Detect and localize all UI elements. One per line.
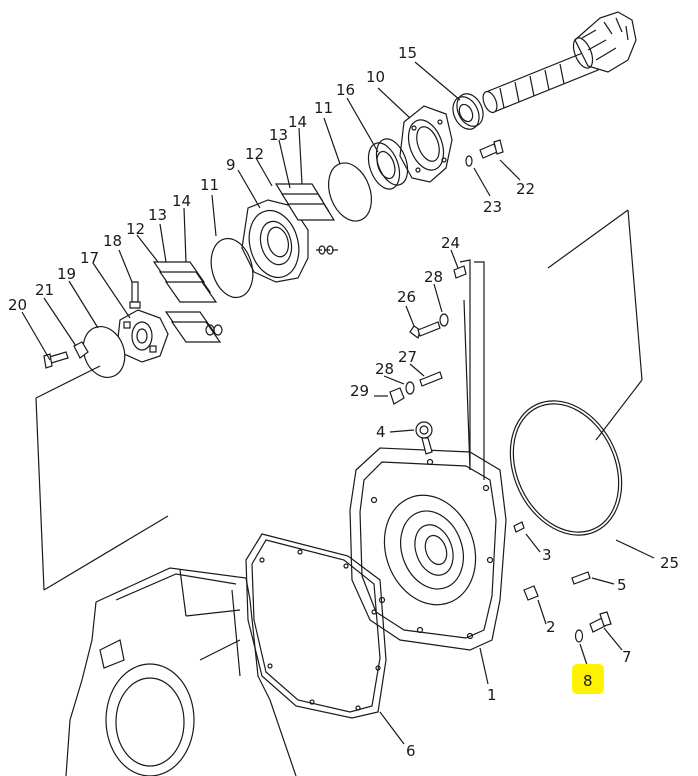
callout-19: 19 — [57, 265, 76, 283]
callout-27: 27 — [398, 348, 417, 366]
callout-25: 25 — [660, 554, 679, 572]
callout-13-upper: 13 — [269, 126, 288, 144]
bolt-26 — [409, 321, 441, 340]
washer-28-upper — [439, 313, 449, 327]
callout-21: 21 — [35, 281, 54, 299]
bearing-cage-9 — [241, 199, 338, 283]
washer-23 — [465, 155, 473, 167]
callout-22: 22 — [516, 180, 535, 198]
callout-24: 24 — [441, 234, 460, 252]
washer-8 — [574, 629, 584, 643]
bearing-cover-10 — [399, 105, 453, 183]
callout-9: 9 — [226, 156, 236, 174]
callout-4: 4 — [376, 423, 386, 441]
o-ring-25 — [509, 400, 623, 536]
callout-26: 26 — [397, 288, 416, 306]
callout-28-lower: 28 — [375, 360, 394, 378]
callout-16: 16 — [336, 81, 355, 99]
stud-27 — [419, 371, 443, 387]
o-ring-25-inner — [512, 403, 620, 533]
callout-29: 29 — [350, 382, 369, 400]
bolt-20 — [43, 351, 69, 369]
lock-plate-21 — [73, 341, 89, 359]
callout-12-upper: 12 — [245, 145, 264, 163]
callout-15: 15 — [398, 44, 417, 62]
callout-2: 2 — [546, 618, 556, 636]
callout-13-lower: 13 — [148, 206, 167, 224]
shim-set-lower — [152, 261, 223, 343]
pin-5 — [571, 571, 591, 585]
callout-labels: 1 2 3 4 5 6 7 8 9 10 11 11 12 12 13 13 1… — [8, 44, 679, 760]
callout-8: 8 — [583, 672, 593, 690]
shim-set-upper — [274, 183, 336, 221]
plug-2 — [523, 585, 539, 601]
callout-10: 10 — [366, 68, 385, 86]
callout-1: 1 — [487, 686, 497, 704]
callout-14-lower: 14 — [172, 192, 191, 210]
callout-23: 23 — [483, 198, 502, 216]
case-1 — [349, 259, 507, 651]
pin-24 — [453, 265, 467, 279]
coupling-flange-17 — [117, 309, 169, 363]
sub-assembly-frame — [35, 209, 643, 591]
gasket-6 — [245, 533, 387, 719]
callout-6: 6 — [406, 742, 416, 760]
callout-28-upper: 28 — [424, 268, 443, 286]
callout-18: 18 — [103, 232, 122, 250]
pin-3 — [513, 521, 525, 533]
callout-20: 20 — [8, 296, 27, 314]
washer-28-lower — [405, 381, 415, 395]
transmission-housing — [65, 567, 297, 776]
callout-12-lower: 12 — [126, 220, 145, 238]
bevel-pinion-shaft — [482, 11, 637, 114]
leader-lines — [21, 61, 655, 745]
callout-11-lower: 11 — [200, 176, 219, 194]
callout-17: 17 — [80, 249, 99, 267]
nut-29 — [389, 387, 405, 405]
o-ring-11-lower — [210, 237, 254, 299]
callout-14-upper: 14 — [288, 113, 307, 131]
bearing-15 — [452, 93, 484, 130]
bolt-22 — [479, 139, 504, 159]
bearing-16 — [367, 138, 409, 190]
bolt-7 — [589, 611, 612, 633]
bolt-18 — [129, 281, 141, 309]
callout-5: 5 — [617, 576, 627, 594]
callout-7: 7 — [622, 648, 632, 666]
callout-3: 3 — [542, 546, 552, 564]
callout-11-upper: 11 — [314, 99, 333, 117]
plate-19 — [82, 326, 126, 378]
eye-bolt-4 — [415, 421, 433, 455]
callout-8-highlight — [572, 664, 604, 694]
